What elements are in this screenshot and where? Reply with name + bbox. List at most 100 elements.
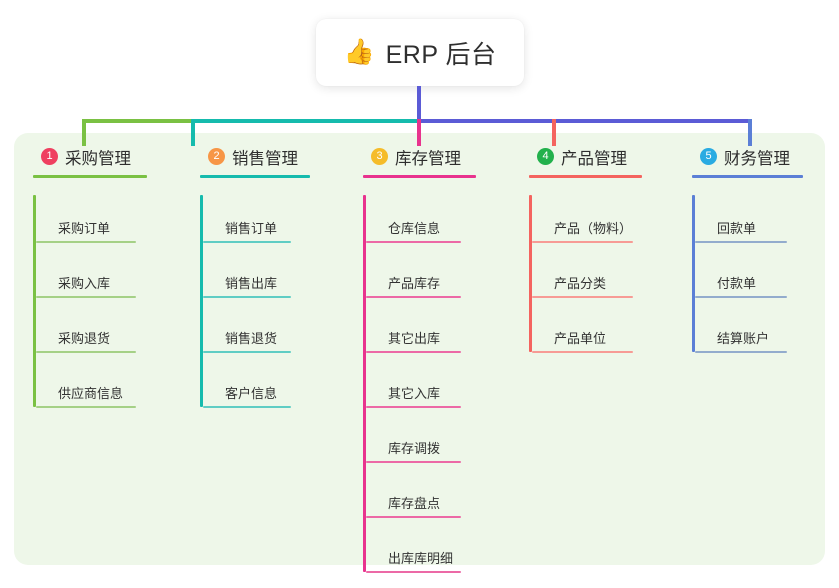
leaf-label: 产品（物料） (554, 221, 633, 236)
column-badge-1: 1 (41, 148, 58, 165)
column-spine-5 (692, 195, 695, 352)
column-title-2: 销售管理 (232, 149, 298, 168)
leaf-item[interactable]: 销售订单 (203, 221, 291, 243)
leaf-rule (695, 351, 787, 353)
drop-stem-4 (552, 119, 556, 146)
column-1: 1 采购管理采购订单采购入库采购退货供应商信息 (33, 144, 147, 408)
leaf-label: 其它入库 (388, 386, 441, 401)
column-badge-4: 4 (537, 148, 554, 165)
column-spine-4 (529, 195, 532, 352)
page-title: ERP 后台 (385, 40, 497, 69)
leaf-item[interactable]: 仓库信息 (366, 221, 461, 243)
leaf-rule (36, 406, 136, 408)
leaf-label: 库存调拨 (388, 441, 441, 456)
leaf-item[interactable]: 产品（物料） (532, 221, 633, 243)
column-title-5: 财务管理 (724, 149, 790, 168)
column-2: 2 销售管理销售订单销售出库销售退货客户信息 (200, 144, 310, 408)
leaf-item[interactable]: 库存调拨 (366, 441, 461, 463)
leaf-label: 产品分类 (554, 276, 607, 291)
leaf-item[interactable]: 销售退货 (203, 331, 291, 353)
column-header-5[interactable]: 5 财务管理 (692, 144, 803, 169)
column-4: 4 产品管理产品（物料） 产品分类产品单位 (529, 144, 642, 353)
leaf-label: 采购入库 (58, 276, 111, 291)
leaf-rule (366, 516, 461, 518)
column-badge-2: 2 (208, 148, 225, 165)
content-panel (14, 133, 825, 565)
root-title-card[interactable]: 👍 ERP 后台 (316, 19, 524, 86)
leaf-label: 出库库明细 (388, 551, 454, 566)
leaf-item[interactable]: 采购入库 (36, 276, 136, 298)
leaf-item[interactable]: 其它入库 (366, 386, 461, 408)
column-header-3[interactable]: 3 库存管理 (363, 144, 476, 169)
leaf-label: 回款单 (717, 221, 757, 236)
leaf-label: 其它出库 (388, 331, 441, 346)
leaf-rule (36, 296, 136, 298)
leaf-item[interactable]: 出库库明细 (366, 551, 461, 573)
column-title-3: 库存管理 (395, 149, 461, 168)
leaf-item[interactable]: 付款单 (695, 276, 787, 298)
leaf-item[interactable]: 采购退货 (36, 331, 136, 353)
leaf-label: 供应商信息 (58, 386, 124, 401)
leaf-label: 产品库存 (388, 276, 441, 291)
leaf-rule (203, 296, 291, 298)
column-5: 5 财务管理回款单付款单结算账户 (692, 144, 803, 353)
leaf-item[interactable]: 其它出库 (366, 331, 461, 353)
leaf-rule (366, 571, 461, 573)
column-rule-2 (200, 175, 310, 178)
bus-segment-purple (417, 119, 752, 123)
leaf-rule (366, 461, 461, 463)
leaf-item[interactable]: 采购订单 (36, 221, 136, 243)
column-rule-3 (363, 175, 476, 178)
leaf-label: 采购退货 (58, 331, 111, 346)
leaf-label: 销售出库 (225, 276, 278, 291)
leaf-item[interactable]: 结算账户 (695, 331, 787, 353)
leaf-rule (36, 351, 136, 353)
column-spine-1 (33, 195, 36, 407)
bus-segment-green (82, 119, 193, 123)
leaf-rule (695, 296, 787, 298)
leaf-label: 销售订单 (225, 221, 278, 236)
leaf-rule (366, 351, 461, 353)
leaf-item[interactable]: 供应商信息 (36, 386, 136, 408)
leaf-item[interactable]: 客户信息 (203, 386, 291, 408)
leaf-rule (532, 241, 633, 243)
leaf-label: 客户信息 (225, 386, 278, 401)
drop-stem-1 (82, 119, 86, 146)
leaf-rule (366, 296, 461, 298)
leaf-label: 付款单 (717, 276, 757, 291)
leaf-rule (695, 241, 787, 243)
leaf-rule (203, 241, 291, 243)
column-rule-1 (33, 175, 147, 178)
column-rule-4 (529, 175, 642, 178)
leaf-rule (203, 351, 291, 353)
drop-stem-5 (748, 119, 752, 146)
leaf-rule (532, 296, 633, 298)
leaf-item[interactable]: 回款单 (695, 221, 787, 243)
leaf-item[interactable]: 产品分类 (532, 276, 633, 298)
column-spine-3 (363, 195, 366, 572)
leaf-item[interactable]: 产品库存 (366, 276, 461, 298)
leaf-item[interactable]: 销售出库 (203, 276, 291, 298)
leaf-label: 仓库信息 (388, 221, 441, 236)
leaf-label: 库存盘点 (388, 496, 441, 511)
leaf-item[interactable]: 库存盘点 (366, 496, 461, 518)
column-header-1[interactable]: 1 采购管理 (33, 144, 147, 169)
column-title-1: 采购管理 (65, 149, 131, 168)
thumbs-up-icon: 👍 (343, 38, 375, 66)
column-badge-3: 3 (371, 148, 388, 165)
leaf-rule (36, 241, 136, 243)
column-spine-2 (200, 195, 203, 407)
leaf-rule (532, 351, 633, 353)
drop-stem-2 (191, 119, 195, 146)
leaf-label: 结算账户 (717, 331, 770, 346)
column-rule-5 (692, 175, 803, 178)
leaf-label: 产品单位 (554, 331, 607, 346)
trunk-connector (417, 86, 421, 121)
column-header-4[interactable]: 4 产品管理 (529, 144, 642, 169)
column-title-4: 产品管理 (561, 149, 627, 168)
leaf-item[interactable]: 产品单位 (532, 331, 633, 353)
column-badge-5: 5 (700, 148, 717, 165)
leaf-rule (203, 406, 291, 408)
column-header-2[interactable]: 2 销售管理 (200, 144, 310, 169)
